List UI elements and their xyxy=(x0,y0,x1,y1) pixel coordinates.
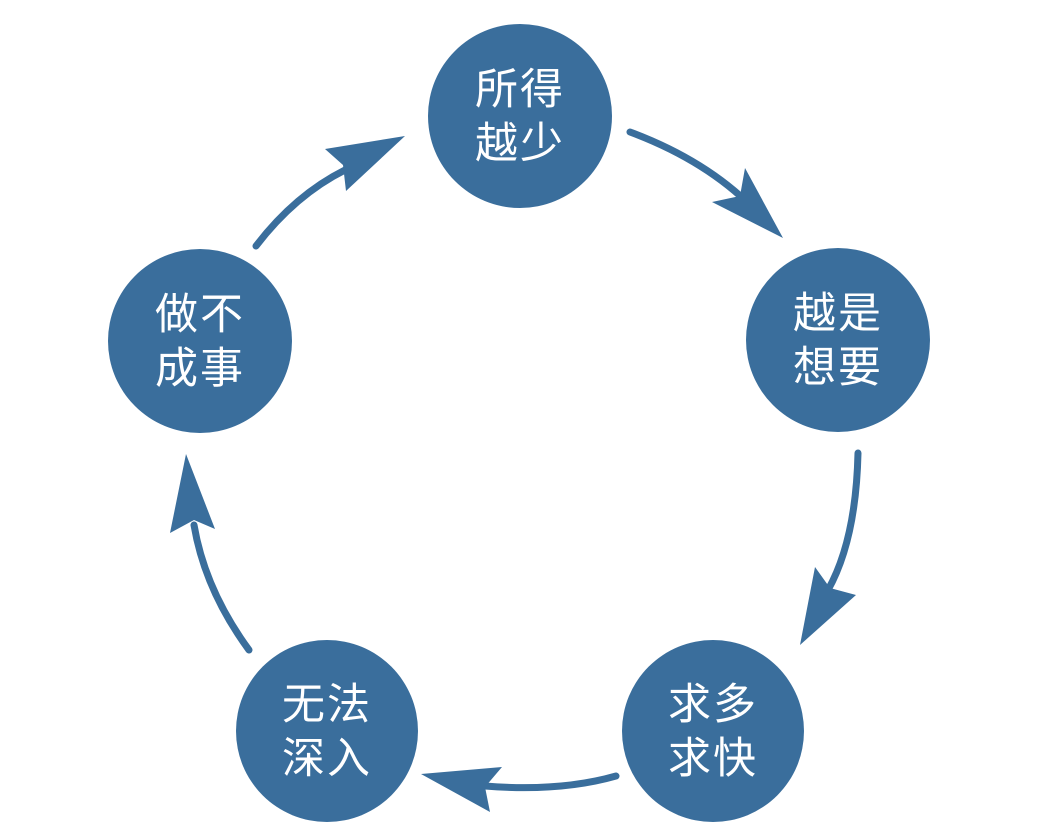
node-n1: 所得 越少 xyxy=(428,24,612,208)
node-circle xyxy=(108,249,292,433)
node-n3: 求多 求快 xyxy=(622,640,804,822)
node-n5: 做不 成事 xyxy=(108,249,292,433)
node-n2: 越是 想要 xyxy=(746,248,930,432)
node-circle xyxy=(746,248,930,432)
arrow-n2-to-n3 xyxy=(800,449,862,645)
node-label-line-2: 越少 xyxy=(475,119,565,169)
node-label-line-1: 所得 xyxy=(475,65,565,115)
node-label-line-2: 成事 xyxy=(155,344,245,394)
node-circle xyxy=(428,24,612,208)
arrow-shaft xyxy=(626,128,756,211)
node-circle xyxy=(236,640,418,822)
arrow-shaft xyxy=(824,449,862,594)
node-circle xyxy=(622,640,804,822)
arrow-shaft xyxy=(481,772,620,792)
node-label-line-1: 求多 xyxy=(668,680,758,730)
arrow-shaft xyxy=(252,166,349,250)
arrow-shaft xyxy=(190,521,253,654)
node-label-line-2: 想要 xyxy=(793,343,883,393)
arrowhead-icon xyxy=(170,454,215,533)
arrow-n4-to-n5 xyxy=(170,454,253,654)
node-label-line-1: 做不 xyxy=(155,290,245,340)
arrows xyxy=(170,128,862,812)
node-label-line-1: 越是 xyxy=(793,289,883,339)
arrowhead-icon xyxy=(325,136,405,191)
arrowhead-icon xyxy=(712,168,783,238)
arrowhead-icon xyxy=(800,567,856,645)
arrowhead-icon xyxy=(421,767,502,812)
arrow-n5-to-n1 xyxy=(252,136,405,250)
node-label-line-1: 无法 xyxy=(282,680,372,730)
arrow-n1-to-n2 xyxy=(626,128,783,238)
node-label-line-2: 深入 xyxy=(282,734,372,784)
node-n4: 无法 深入 xyxy=(236,640,418,822)
arrow-n3-to-n4 xyxy=(421,767,620,812)
node-label-line-2: 求快 xyxy=(668,734,758,784)
